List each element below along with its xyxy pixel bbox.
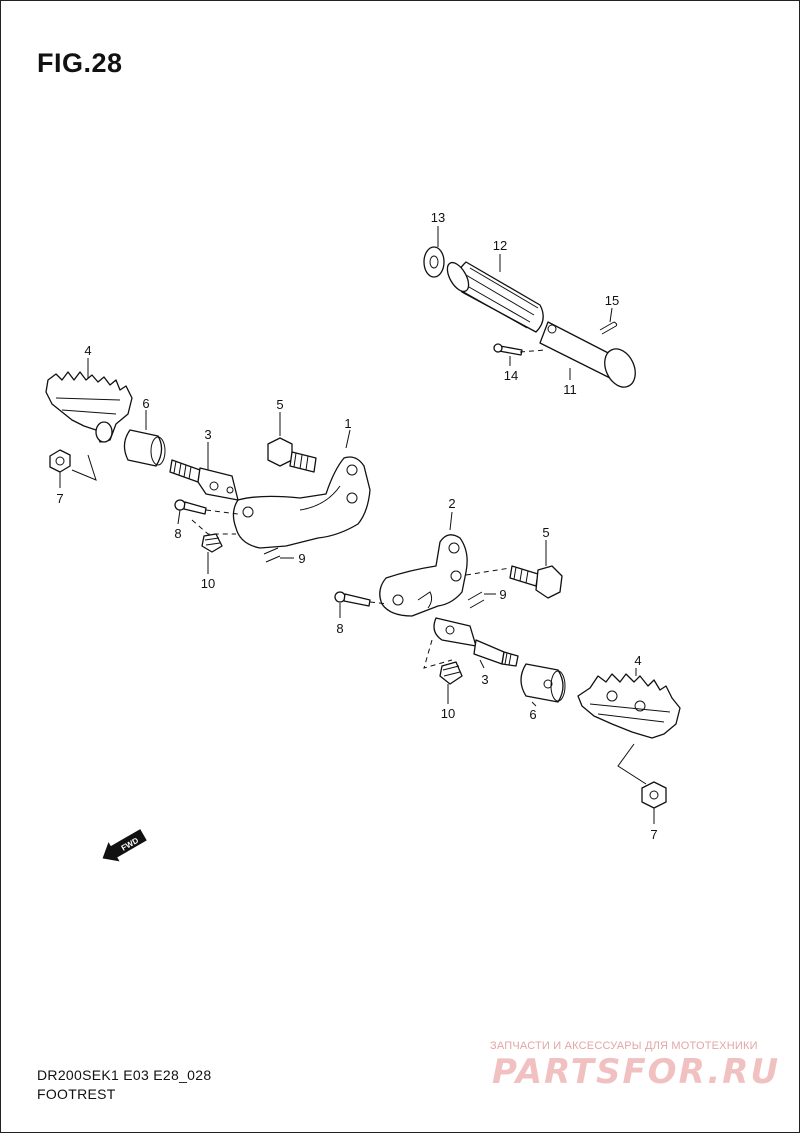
cotter-pin-part-9-right[interactable] <box>467 591 485 609</box>
callout-4-left: 4 <box>84 343 91 358</box>
pivot-bolt-part-3-left[interactable] <box>169 459 239 501</box>
callout-10-left: 10 <box>201 576 215 591</box>
pivot-bolt-part-3-right[interactable] <box>433 617 519 667</box>
callout-1: 1 <box>344 416 351 431</box>
callout-5-left: 5 <box>276 397 283 412</box>
model-code: DR200SEK1 E03 E28_028 <box>37 1067 212 1083</box>
footrest-bracket-part-1[interactable] <box>232 456 371 549</box>
collar-part-6-left[interactable] <box>123 429 166 467</box>
collar-part-6-right[interactable] <box>520 663 566 703</box>
callout-4-right: 4 <box>634 653 641 668</box>
cotter-pin-part-9-left[interactable] <box>263 547 281 563</box>
footrest-peg-part-4-left[interactable] <box>45 371 133 443</box>
section-name: FOOTREST <box>37 1086 116 1102</box>
figure-title: FIG.28 <box>37 48 123 78</box>
callout-7-right: 7 <box>650 827 657 842</box>
callout-6-left: 6 <box>142 396 149 411</box>
callout-3-left: 3 <box>204 427 211 442</box>
footrest-bracket-part-2[interactable] <box>379 534 468 617</box>
callout-2: 2 <box>448 496 455 511</box>
callout-9-left: 9 <box>298 551 305 566</box>
callout-14: 14 <box>504 368 518 383</box>
bolt-part-8-right[interactable] <box>334 591 371 607</box>
callout-7-left: 7 <box>56 491 63 506</box>
watermark-brand-logo: PARTSFOR.RU <box>492 1052 781 1092</box>
cotter-pin-part-15[interactable] <box>599 321 618 335</box>
callout-5-right: 5 <box>542 525 549 540</box>
rubber-grip-part-12[interactable] <box>443 259 544 333</box>
fwd-arrow-icon: FWD <box>102 829 147 862</box>
nut-part-7-left[interactable] <box>49 449 71 473</box>
footrest-shaft-part-11[interactable] <box>539 321 641 392</box>
callout-6-right: 6 <box>529 707 536 722</box>
callout-10-right: 10 <box>441 706 455 721</box>
callout-13: 13 <box>431 210 445 225</box>
callout-9-right: 9 <box>499 587 506 602</box>
callout-8-right: 8 <box>336 621 343 636</box>
callout-11: 11 <box>563 382 577 397</box>
bolt-part-10-right[interactable] <box>439 661 463 685</box>
bolt-part-5-left[interactable] <box>267 437 317 473</box>
footrest-peg-part-4-right[interactable] <box>577 673 681 739</box>
callout-8-left: 8 <box>174 526 181 541</box>
callout-15: 15 <box>605 293 619 308</box>
bolt-part-10-left[interactable] <box>201 533 223 553</box>
callout-3-right: 3 <box>481 672 488 687</box>
callout-12: 12 <box>493 238 507 253</box>
bolt-part-5-right[interactable] <box>509 565 563 599</box>
pin-part-14[interactable] <box>493 343 523 356</box>
nut-part-7-right[interactable] <box>641 781 667 809</box>
watermark-tagline: ЗАПЧАСТИ И АКСЕССУАРЫ ДЛЯ МОТОТЕХНИКИ <box>490 1040 758 1052</box>
washer-part-13[interactable] <box>423 246 445 278</box>
